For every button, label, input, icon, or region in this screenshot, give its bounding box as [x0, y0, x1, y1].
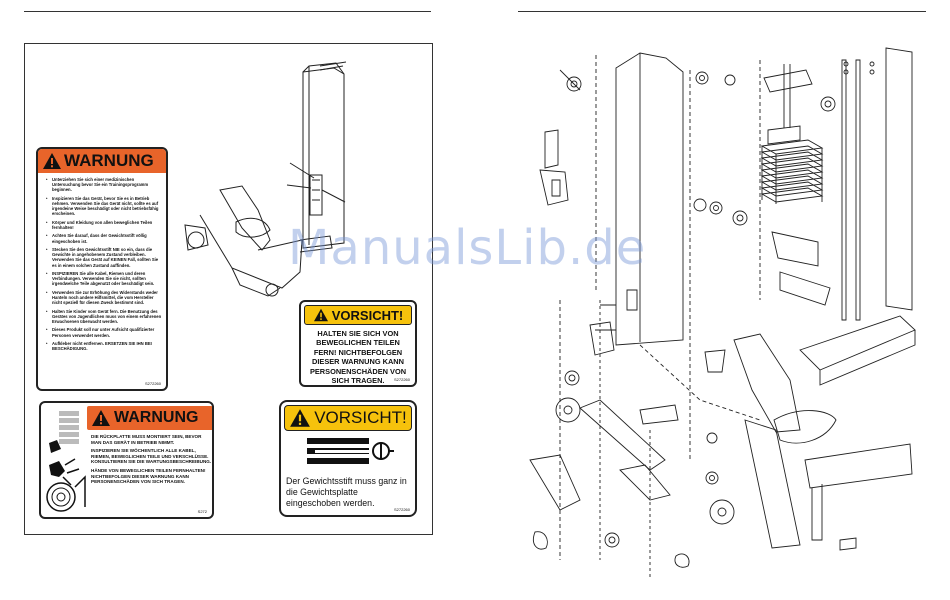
- warnung-paragraph: DIE RÜCKPLATTE MUSS MONTIERT SEIN, BEVOR…: [91, 434, 202, 445]
- warnung-item: Stecken Sie den Gewichtsstift NIE so ein…: [46, 247, 162, 268]
- warnung-label-header: WARNUNG: [38, 149, 166, 173]
- vorsicht-label-title: VORSICHT!: [331, 307, 404, 323]
- warnung-label-title: WARNUNG: [114, 409, 199, 426]
- warnung-item: Halten Sie Kinder vom Gerät fern. Die Be…: [46, 309, 162, 325]
- warnung-label-header: WARNUNG: [87, 406, 212, 430]
- vorsicht-label-text: Der Gewichtsstift muss ganz in die Gewic…: [286, 476, 407, 508]
- warnung-label-list: Unterziehen Sie sich einer medizinischen…: [38, 173, 166, 351]
- vorsicht-label-title: VORSICHT!: [314, 408, 407, 427]
- vorsicht-label-text: HALTEN SIE SICH VON BEWEGLICHEN TEILEN F…: [309, 329, 407, 386]
- label-part-code: S272260: [144, 381, 161, 386]
- watermark: ManualsLib.de: [288, 220, 647, 276]
- warnung-item: Körper und Kleidung von allen bewegliche…: [46, 220, 162, 230]
- warnung-item: Dieses Produkt soll nur unter Aufsicht q…: [46, 327, 162, 337]
- vorsicht-label-weight-pin: VORSICHT! Der Gewichtsstift muss ganz in…: [279, 400, 417, 517]
- header-rule-right: [518, 11, 926, 12]
- warnung-paragraph: HÄNDE VON BEWEGLICHEN TEILEN FERNHALTEN!…: [91, 467, 206, 485]
- warning-triangle-icon: [43, 153, 61, 169]
- label-part-code: S272260: [393, 507, 410, 512]
- label-part-code: S272: [197, 509, 207, 514]
- label-part-code: S272260: [393, 377, 410, 382]
- warnung-item: Achten Sie darauf, dass der Gewichtsstif…: [46, 233, 162, 243]
- warnung-paragraph: INSPIZIEREN SIE WÖCHENTLICH ALLE KABEL, …: [91, 448, 212, 465]
- warnung-item: Aufkleber nicht entfernen. ERSETZEN SIE …: [46, 341, 162, 351]
- warnung-label-backplate: WARNUNG DIE RÜCKPLATTE MUSS MONTIERT SEI…: [39, 401, 214, 519]
- warnung-item: Verwenden Sie zur Erhöhung des Widerstan…: [46, 290, 162, 306]
- warnung-label-large: WARNUNG Unterziehen Sie sich einer mediz…: [36, 147, 168, 391]
- warnung-label-text: DIE RÜCKPLATTE MUSS MONTIERT SEIN, BEVOR…: [91, 434, 212, 488]
- weight-pin-icon: [307, 438, 394, 464]
- warnung-item: Inspizieren Sie das Gerät, bevor Sie es …: [46, 196, 162, 217]
- header-rule-left: [24, 11, 431, 12]
- vorsicht-label-header: VORSICHT!: [284, 405, 412, 431]
- warning-triangle-icon: [290, 409, 311, 427]
- weight-plates: [760, 139, 824, 204]
- exploded-parts-diagram: [529, 47, 916, 580]
- warning-triangle-icon: [313, 308, 328, 322]
- label-location-machine-drawing: [184, 61, 347, 297]
- hand-pinch-hazard-icon: [46, 411, 86, 512]
- warnung-label-title: WARNUNG: [64, 151, 154, 170]
- vorsicht-label-header: VORSICHT!: [304, 305, 412, 325]
- warnung-item: Unterziehen Sie sich einer medizinischen…: [46, 177, 162, 193]
- warning-triangle-icon: [92, 410, 110, 426]
- vorsicht-label-moving-parts: VORSICHT! HALTEN SIE SICH VON BEWEGLICHE…: [299, 300, 417, 387]
- warnung-item: INSPIZIEREN Sie alle Kabel, Riemen und d…: [46, 271, 162, 287]
